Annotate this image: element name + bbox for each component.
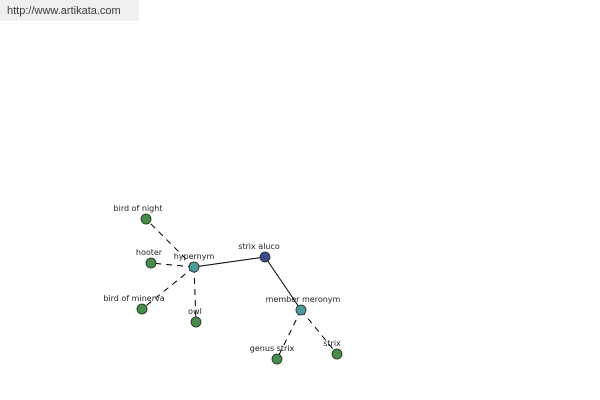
edge-hypernym-to-bird-of-minerva — [141, 266, 195, 310]
node-label-hooter: hooter — [136, 248, 163, 257]
node-member-meronym[interactable] — [295, 304, 307, 316]
node-label-genus-strix: genus strix — [250, 344, 295, 353]
node-label-strix: strix — [323, 339, 341, 348]
edges-layer — [141, 218, 338, 360]
node-strix-aluco[interactable] — [259, 251, 271, 263]
node-hypernym[interactable] — [188, 261, 200, 273]
watermark-url: http://www.artikata.com — [7, 5, 121, 17]
edge-hypernym-to-owl — [193, 266, 197, 323]
node-owl[interactable] — [190, 316, 202, 328]
node-label-bird-of-night: bird of night — [114, 204, 163, 213]
nodes-layer — [136, 213, 343, 365]
node-bird-of-night[interactable] — [140, 213, 152, 225]
node-label-bird-of-minerva: bird of minerva — [103, 294, 164, 303]
node-strix[interactable] — [331, 348, 343, 360]
watermark-banner: http://www.artikata.com — [0, 0, 139, 21]
node-label-strix-aluco: strix aluco — [238, 242, 280, 251]
edge-hypernym-to-bird-of-night — [145, 218, 195, 268]
node-label-member-meronym: member meronym — [266, 295, 341, 304]
edge-strix-aluco-to-hypernym — [193, 256, 266, 268]
edge-strix-aluco-to-member-meronym — [264, 256, 302, 311]
edge-member-meronym-to-strix — [300, 309, 338, 355]
node-genus-strix[interactable] — [271, 353, 283, 365]
node-hooter[interactable] — [145, 257, 157, 269]
edge-member-meronym-to-genus-strix — [276, 309, 302, 360]
node-bird-of-minerva[interactable] — [136, 303, 148, 315]
edge-hypernym-to-hooter — [150, 262, 195, 268]
node-label-owl: owl — [188, 307, 202, 316]
labels-layer: strix aluco hypernym member meronym bird of… — [103, 204, 341, 353]
node-label-hypernym: hypernym — [174, 252, 215, 261]
